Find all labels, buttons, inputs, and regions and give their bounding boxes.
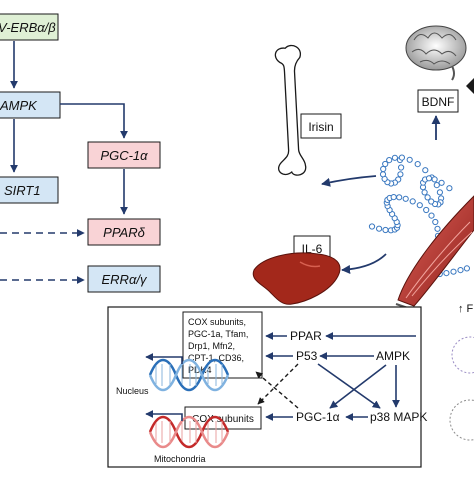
chain-bead (436, 189, 443, 196)
liver-illustration (252, 252, 341, 305)
err-label: ERRα/γ (102, 272, 148, 287)
ampk-label: AMPK (0, 98, 38, 113)
arrow-p53-to-p38 (317, 363, 381, 409)
chain-bead (386, 157, 393, 164)
chain-bead (421, 189, 428, 196)
chain-bead (434, 225, 441, 232)
chain-bead (382, 226, 389, 234)
nucleus-label: Nucleus (116, 386, 149, 396)
ampk-box (0, 91, 61, 119)
irisin-label: Irisin (308, 120, 333, 134)
chain-bead (438, 179, 445, 186)
ppar-box (87, 218, 161, 246)
left-pathway: V-ERBα/β AMPK PGC-1α SIRT1 PPARδ ERRα/γ (0, 13, 161, 293)
chain-bead (423, 206, 430, 214)
chain-bead (457, 267, 464, 274)
chain-bead (422, 167, 429, 174)
inset-frame (107, 306, 422, 468)
ampk-to-pgc-arrow (60, 103, 128, 139)
liver-icon (252, 252, 341, 305)
pgc-box (87, 141, 161, 169)
bone-illustration (274, 44, 307, 176)
chain-bead (416, 202, 423, 209)
inset-p38-label: p38 MAPK (370, 410, 427, 424)
sirt-label: SIRT1 (4, 183, 41, 198)
chain-bead (424, 194, 431, 201)
mito-dna-helix (148, 415, 230, 449)
chain-bead (432, 218, 439, 226)
gene-list-line-1: COX subunits, (188, 317, 246, 327)
inset-panel: COX subunits, PGC-1a, Tfam, Drp1, Mfn2, … (107, 306, 427, 468)
gene-list-line-2: PGC-1a, Tfam, (188, 329, 248, 339)
chain-bead (390, 194, 397, 201)
brain-illustration (405, 25, 467, 81)
chain-bead (450, 268, 457, 275)
erb-label: V-ERBα/β (0, 20, 56, 35)
liver-arrow (341, 253, 387, 274)
irisin-arrow (321, 175, 377, 187)
chain-bead (428, 212, 435, 219)
chain-bead (428, 198, 435, 205)
chain-bead (376, 225, 383, 232)
chain-bead (463, 265, 470, 272)
muscle-icon (397, 195, 474, 307)
arrow-ampk-to-pgc (329, 364, 387, 409)
chain-bead (396, 194, 403, 201)
chain-bead (406, 156, 413, 163)
nuclear-dna-helix (148, 358, 230, 392)
bdnf-box (417, 89, 459, 113)
upward-indicator: ↑ F (458, 303, 474, 315)
chain-bead (382, 160, 389, 168)
chain-bead (391, 154, 398, 161)
gene-list-line-4: CPT-1, CD36, (188, 353, 244, 363)
inset-ampk-label: AMPK (376, 349, 410, 363)
chain-bead (379, 171, 387, 178)
chain-bead (397, 171, 404, 178)
cox-label: COX subunits (192, 414, 254, 425)
chain-bead (402, 195, 409, 202)
inset-pgc-label: PGC-1α (296, 410, 340, 424)
muscle-illustration (395, 195, 474, 311)
chain-bead (425, 175, 433, 182)
chain-bead (398, 154, 405, 161)
sirt-box (0, 176, 59, 204)
chain-bead (398, 164, 405, 171)
inset-ppar-label: PPAR (290, 329, 322, 343)
brain-pointer-arrowhead (466, 78, 474, 94)
inset-p53-label: P53 (296, 349, 318, 363)
mitochondria-arrow (145, 410, 183, 421)
err-box (87, 265, 161, 293)
network-illustration (449, 336, 474, 441)
chain-bead (380, 165, 387, 173)
bone-icon (274, 44, 307, 176)
mitochondria-label: Mitochondria (154, 454, 206, 464)
brain-icon (405, 25, 467, 71)
gene-list-line-3: Drp1, Mfn2, (188, 341, 235, 351)
chain-bead (368, 223, 376, 230)
chain-bead (443, 270, 450, 277)
dashed-p53-to-mito (257, 363, 299, 405)
dashed-pgc-to-nucleus (255, 371, 299, 409)
chain-bead (433, 182, 440, 189)
nucleus-arrow (145, 353, 183, 364)
pgc-label: PGC-1α (100, 148, 148, 163)
chain-bead (446, 185, 453, 192)
chain-bead (409, 198, 416, 205)
bdnf-label: BDNF (422, 95, 455, 109)
chain-bead (414, 161, 421, 168)
ppar-label: PPARδ (103, 225, 145, 240)
chain-bead (431, 176, 438, 183)
erb-box (0, 13, 59, 41)
irisin-box (300, 113, 342, 139)
